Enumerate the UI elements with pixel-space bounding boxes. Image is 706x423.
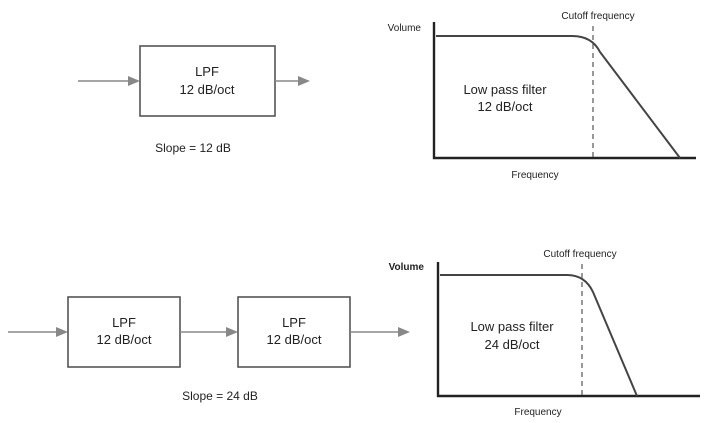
bottom-x-axis-label: Frequency xyxy=(514,407,561,418)
top-axes xyxy=(432,22,696,160)
bottom-lpf-1-name: LPF xyxy=(112,315,136,330)
bottom-slope-label: Slope = 24 dB xyxy=(182,389,258,403)
bottom-lpf-2-rate: 12 dB/oct xyxy=(267,332,322,347)
bottom-response-plot: Volume Cutoff frequency Frequency Low pa… xyxy=(389,249,700,418)
top-cutoff-label: Cutoff frequency xyxy=(561,11,634,22)
top-slope-label: Slope = 12 dB xyxy=(155,141,231,155)
bottom-axes xyxy=(436,262,700,398)
bottom-middle-arrowhead xyxy=(226,327,238,337)
top-filter-label: Low pass filter xyxy=(463,82,547,97)
top-lpf-name: LPF xyxy=(195,64,219,79)
bottom-lpf-2-name: LPF xyxy=(282,315,306,330)
top-response-plot: Volume Cutoff frequency Frequency Low pa… xyxy=(388,11,696,181)
top-y-axis-label: Volume xyxy=(388,23,422,34)
top-input-arrowhead xyxy=(128,76,140,86)
bottom-filter-rate: 24 dB/oct xyxy=(485,337,540,352)
bottom-input-arrowhead xyxy=(56,327,68,337)
top-filter-rate: 12 dB/oct xyxy=(478,99,533,114)
bottom-lpf-box-1 xyxy=(67,296,181,368)
bottom-cutoff-label: Cutoff frequency xyxy=(543,249,616,260)
bottom-output-arrowhead xyxy=(398,327,410,337)
top-response-curve xyxy=(436,35,681,159)
bottom-filter-label: Low pass filter xyxy=(470,319,554,334)
bottom-lpf-1-rate: 12 dB/oct xyxy=(97,332,152,347)
top-lpf-rate: 12 dB/oct xyxy=(180,82,235,97)
top-output-arrowhead xyxy=(298,76,310,86)
top-chain: LPF 12 dB/oct Slope = 12 dB xyxy=(78,45,310,155)
bottom-chain: LPF 12 dB/oct LPF 12 dB/oct Slope = 24 d… xyxy=(8,296,410,403)
bottom-response-curve xyxy=(440,274,638,397)
bottom-y-axis-label: Volume xyxy=(389,262,425,273)
top-x-axis-label: Frequency xyxy=(511,170,558,181)
top-lpf-box xyxy=(139,45,276,117)
